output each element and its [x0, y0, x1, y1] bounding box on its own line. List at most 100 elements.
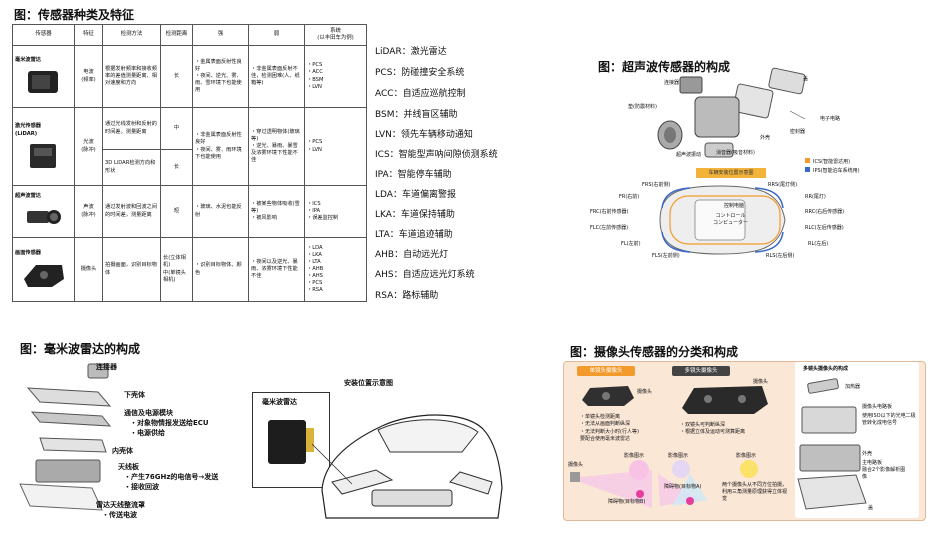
- cell-range: 长(立体相机) 中(单镜头相机): [160, 237, 193, 302]
- cell-sensor: 画面传感器: [12, 237, 75, 302]
- abbreviation-item: AHS：自适应远光灯系统: [375, 270, 475, 280]
- ultrasonic-part-circuit: 电子电路: [820, 116, 841, 122]
- abbreviation-item: BSM：并线盲区辅助: [375, 110, 458, 120]
- sensor-fls: FLS(左前侧): [652, 253, 680, 259]
- stereo-image-preview-right: [740, 460, 758, 478]
- legend-ics-swatch: [805, 158, 810, 163]
- mono-camera-points: ・单镜头检测距离 ・无法从画面判断纵深 ・无法判断大小时(行人等) 要配合使用毫…: [580, 414, 639, 442]
- ultrasonic-exploded-diagram: [657, 67, 806, 158]
- mmwave-part-antenna-point2: ・接收回波: [124, 483, 159, 491]
- mmwave-part-antenna-board: 天线板: [118, 463, 139, 471]
- camera-board-label: 摄像头电路板: [862, 404, 893, 410]
- mmwave-part-radome-point: ・传送电波: [102, 511, 137, 519]
- heater-label: 加热器: [845, 384, 861, 390]
- cell-feature: 光波 (脉冲): [74, 107, 103, 186]
- table-header-row: 传感器 特征 检测方法 检测距离 强 弱 系统 (以丰田车为例): [12, 24, 367, 46]
- cell-sensor: 激光传感器 (LiDAR): [12, 107, 75, 186]
- cell-feature: 摄像头: [74, 237, 103, 302]
- mmwave-part-comm-point2: ・电源供给: [130, 429, 165, 437]
- header-method: 检测方法: [102, 24, 161, 46]
- abbreviation-item: IPA：智能停车辅助: [375, 170, 452, 180]
- sensor-fr: FR(右前): [619, 194, 640, 200]
- cell-systems: ・PCS ・LVN: [304, 107, 367, 186]
- cell-range: 长: [160, 45, 193, 108]
- cell-feature: 电波 (频率): [74, 45, 103, 108]
- vehicle-top-view: [659, 185, 786, 255]
- camera-sensor-image: [23, 265, 64, 287]
- abbreviation-item: ICS：智能型声呐间隙侦测系统: [375, 150, 498, 160]
- header-range: 检测距离: [160, 24, 193, 46]
- mmwave-part-inner-case: 内壳体: [112, 447, 133, 455]
- ultrasonic-part-cover: 盖: [803, 76, 809, 82]
- sensor-flc: FLC(左前传感器): [590, 225, 629, 231]
- stereo-image-label-left: 影像图示: [668, 453, 689, 459]
- legend-ips: IPS(智能泊车系统用): [813, 168, 860, 174]
- stereo-detection-diagram: [658, 474, 708, 506]
- abbreviation-item: RSA：路标辅助: [375, 291, 439, 301]
- ultrasonic-title: 图：超声波传感器的构成: [598, 60, 731, 74]
- stereo-camera-points: ・双镜头可判断纵深 ・根据立体及运动可测算距离: [680, 422, 746, 436]
- header-strong: 强: [192, 24, 249, 46]
- cell-sensor: 超声波雷达: [12, 185, 75, 238]
- ecu-label-cn: 控制电脑: [724, 203, 745, 209]
- table-row: 激光传感器 (LiDAR) 光波 (脉冲) 通过光线发射和反射的时间差，测量距离…: [12, 107, 367, 186]
- mmwave-part-antenna-point1: ・产生76GHz的电信号→发送: [124, 473, 219, 481]
- stereo-camera-title: 多镜头摄像头: [672, 366, 730, 376]
- ultrasonic-part-vibrator: 超声波振动: [676, 152, 702, 158]
- ultrasonic-part-shell: 外壳: [760, 135, 771, 141]
- sensor-frs: FRS(右前侧): [642, 182, 671, 188]
- stereo-image-label-right: 影像图示: [736, 453, 757, 459]
- car-front-illustration: [312, 414, 503, 519]
- ultrasonic-part-pad: 垫(防震材料): [628, 104, 657, 110]
- sensor-rrc: RRC(右后传感器): [805, 209, 845, 215]
- sensor-types-table: 传感器 特征 检测方法 检测距离 强 弱 系统 (以丰田车为例) 毫米波雷达 电…: [12, 24, 367, 302]
- sensor-rlc: RLC(左后传感器): [805, 225, 844, 231]
- sensor-rrs: RRS(尾灯侧): [768, 182, 798, 188]
- abbreviation-item: LKA：车道保持辅助: [375, 210, 455, 220]
- cell-weak: ・被某些物体吸收(雪等) ・被风影响: [248, 185, 305, 238]
- main-board-label: 主电路板: [862, 460, 883, 466]
- stereo-note: 两个摄像头从不同方位拍摄，利用三角测量原理获得立体视觉: [722, 482, 788, 502]
- header-sensor: 传感器: [12, 24, 75, 46]
- mmwave-part-comm-point1: ・对象物情报发送给ECU: [130, 419, 209, 427]
- abbreviation-item: ACC：自适应巡航控制: [375, 89, 466, 99]
- abbreviation-item: PCS：防碰撞安全系统: [375, 68, 465, 78]
- abbreviation-item: LDA：车道偏离警报: [375, 190, 456, 200]
- cell-range: 短: [160, 185, 193, 238]
- header-weak: 弱: [248, 24, 305, 46]
- mono-camera-label: 摄像头: [637, 389, 653, 395]
- cell-method: 根据发射频率和接收频率的差值测量距离、相对速度和方向: [102, 45, 161, 108]
- table-row: 超声波雷达 声波 (脉冲) 通过发射波和回波之间的时间差，测量距离 短 ・玻璃、…: [12, 185, 367, 238]
- ultrasonic-part-muffler: 消音器(吸音材料): [716, 150, 755, 156]
- cell-method: 拍摄画面，识别目标物体: [102, 237, 161, 302]
- mono-camera-title: 单镜头摄像头: [577, 366, 635, 376]
- table-row: 3D LiDAR检测方向和形状 长: [13, 149, 367, 186]
- obstacle-a-label: 障碍物(目标物A): [664, 484, 702, 490]
- cell-sensor: 毫米波雷达: [12, 45, 75, 108]
- mmwave-part-comm-module: 通信及电源模块: [124, 409, 173, 417]
- sensor-types-title: 图：传感器种类及特征: [14, 8, 135, 22]
- abbreviation-item: LTA：车道追迹辅助: [375, 230, 453, 240]
- camera-title: 图：摄像头传感器的分类和构成: [570, 345, 739, 359]
- ultrasonic-part-connector: 连接器: [664, 80, 680, 86]
- ultrasonic-sensor-image: [26, 210, 61, 224]
- sensor-fl: FL(左前): [621, 241, 641, 247]
- radar-callout-label: 毫米波雷达: [262, 398, 297, 406]
- cell-method: 通过发射波和回波之间的时间差，测量距离: [102, 185, 161, 238]
- mono-diagram-camera-label: 摄像头: [568, 462, 584, 468]
- cell-weak: ・穿过透明物体(玻璃等) ・逆光、暴雨、暴雪及浓雾环境下性能不佳: [248, 107, 305, 186]
- mmwave-radar-image: [27, 71, 58, 93]
- legend-ips-swatch: [805, 167, 810, 172]
- obstacle-b-label: 障碍物(目标物B): [608, 499, 646, 505]
- sensor-rl: RL(左后): [808, 241, 829, 247]
- mmwave-part-radome: 雷达天线整流罩: [96, 501, 145, 509]
- stereo-camera-label: 摄像头: [753, 379, 769, 385]
- shell-label: 外壳: [862, 451, 873, 457]
- sensor-rls: RLS(左后侧): [766, 253, 795, 259]
- cell-method: 3D LiDAR检测方向和形状: [102, 149, 161, 186]
- lid-label: 盖: [868, 505, 874, 511]
- legend-ics: ICS(智能雷达用): [813, 159, 851, 165]
- cell-strong: ・玻璃、水泥也能反射: [192, 185, 249, 238]
- cell-strong: ・金属表面反射性良好 ・夜间、逆光、雾、雨、雪环境下也能使用: [192, 45, 249, 108]
- cell-range: 中: [160, 107, 193, 150]
